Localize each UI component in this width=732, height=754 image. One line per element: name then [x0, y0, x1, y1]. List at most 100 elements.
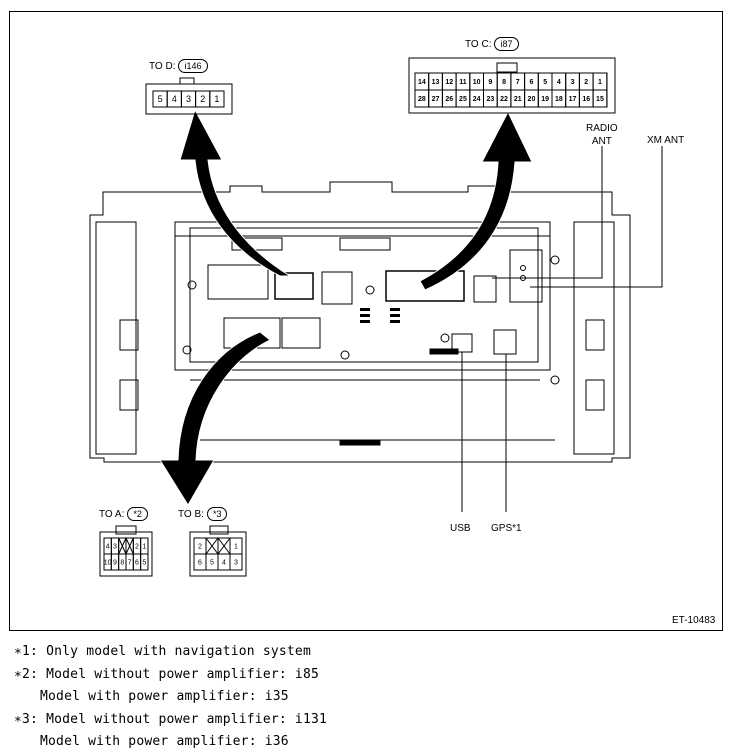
- connector-c-pin-label: 28: [418, 96, 426, 103]
- note-3: ∗3: Model without power amplifier: i131: [14, 711, 328, 727]
- connector-a-pin-blank-mark: [118, 537, 127, 555]
- connector-a-pin-label: 7: [128, 560, 132, 567]
- connector-a-pin-label: 5: [142, 560, 146, 567]
- unit-left-bracket: [95, 221, 137, 455]
- connector-slot-c: [385, 270, 465, 302]
- connector-b-pin-label: 5: [210, 560, 214, 567]
- label-to-d: TO D:i146: [149, 59, 208, 73]
- label-to-b: TO B:*3: [178, 507, 228, 521]
- connector-a-pin-label: 10: [104, 560, 112, 567]
- leader-lines: [461, 146, 663, 512]
- connector-a-pin-label: 6: [135, 560, 139, 567]
- connector-c-pin-label: 3: [571, 79, 575, 86]
- connector-b-pin-cell: [229, 553, 243, 571]
- connector-c-pin-label: 15: [596, 96, 604, 103]
- note-2-sub: Model with power amplifier: i35: [40, 689, 289, 704]
- connector-c-pin-label: 26: [445, 96, 453, 103]
- connector-c-pin-label: 6: [529, 79, 533, 86]
- radio-ant-port: [473, 275, 497, 303]
- connector-c-pin-label: 23: [486, 96, 494, 103]
- connector-c-pin-label: 21: [514, 96, 522, 103]
- figure-id: ET-10483: [672, 615, 716, 626]
- label-to-b-ref: *3: [206, 507, 228, 521]
- connector-c-pin-label: 19: [541, 96, 549, 103]
- connector-b-pin-label: 4: [222, 560, 226, 567]
- connector-b-pin-blank-mark: [217, 537, 231, 555]
- gps-port: [493, 329, 517, 355]
- connector-slot-a: [207, 264, 269, 300]
- connector-a-pin-label: 9: [113, 560, 117, 567]
- connector-c-pin-label: 24: [473, 96, 481, 103]
- arrows: [159, 108, 533, 506]
- connector-c-pin-label: 9: [488, 79, 492, 86]
- unit-front-panel: [189, 227, 539, 363]
- connector-a-pin-label: 3: [113, 544, 117, 551]
- connector-a-pin-label: 2: [135, 544, 139, 551]
- label-to-a-ref: *2: [127, 507, 148, 521]
- label-to-b-text: TO B:: [178, 509, 204, 520]
- connector-c-pin-label: 27: [432, 96, 440, 103]
- connector-c-pin-label: 10: [473, 79, 481, 86]
- label-xm-ant: XM ANT: [647, 135, 685, 146]
- label-to-c-ref: i87: [494, 37, 519, 51]
- connector-d-pin-label: 5: [158, 94, 163, 104]
- connector-c-pin-label: 14: [418, 79, 426, 86]
- connector-a-pin-label: 1: [142, 544, 146, 551]
- connector-c-pin-label: 17: [569, 96, 577, 103]
- label-to-d-ref: i146: [178, 59, 208, 73]
- connector-d-pin-cell: [209, 90, 225, 108]
- connector-b-pin-label: 2: [198, 544, 202, 551]
- connector-c-pin-label: 13: [432, 79, 440, 86]
- connector-c-pin-label: 22: [500, 96, 508, 103]
- connector-d-pin-label: 1: [214, 94, 219, 104]
- label-radio-ant: RADIO ANT: [586, 122, 618, 148]
- connector-c-pin-label: 12: [445, 79, 453, 86]
- connector-c-pin-label: 4: [557, 79, 561, 86]
- unit-inner-chassis: [174, 221, 551, 371]
- connector-c-pin-label: 20: [528, 96, 536, 103]
- connector-slot-b-lower: [281, 317, 321, 349]
- arrow-to-ab: [159, 331, 271, 506]
- footnotes: ∗1: Only model with navigation system ∗2…: [14, 641, 327, 754]
- connector-a-pin-cell: [140, 553, 149, 571]
- label-radio-ant-line2: ANT: [591, 136, 612, 147]
- note-1: ∗1: Only model with navigation system: [14, 644, 311, 659]
- xm-ant-port: [509, 249, 543, 303]
- xm-ant-leader: [530, 146, 663, 288]
- label-to-a-text: TO A:: [99, 509, 125, 520]
- connector-d-pin-label: 2: [200, 94, 205, 104]
- connector-c-pin-label: 5: [543, 79, 547, 86]
- label-to-c-text: TO C:: [465, 39, 492, 50]
- head-unit: [89, 181, 631, 463]
- connector-c-pin-label: 7: [516, 79, 520, 86]
- connector-c-pin-label: 16: [582, 96, 590, 103]
- connector-c-pin-label: 1: [598, 79, 602, 86]
- connector-c-pin-label: 18: [555, 96, 563, 103]
- connector-c-pin-cell: [592, 89, 608, 108]
- arrow-to-c: [419, 110, 533, 291]
- connector-b-pin-blank-mark: [205, 537, 219, 555]
- diagram-frame: [9, 11, 723, 631]
- connector-d-pin-label: 4: [172, 94, 177, 104]
- radio-ant-leader: [492, 146, 603, 279]
- connector-c-pin-label: 11: [459, 79, 467, 86]
- note-2: ∗2: Model without power amplifier: i85: [14, 666, 320, 682]
- label-radio-ant-line1: RADIO: [586, 123, 618, 134]
- label-gps: GPS*1: [491, 523, 522, 534]
- label-to-a: TO A:*2: [99, 507, 148, 521]
- connector-c-pin-label: 25: [459, 96, 467, 103]
- connector-c-pin-label: 2: [584, 79, 588, 86]
- connector-slot-d: [274, 272, 314, 300]
- note-3-sub: Model with power amplifier: i36: [40, 734, 289, 749]
- connector-b-pin-label: 1: [234, 544, 238, 551]
- label-usb: USB: [450, 523, 471, 534]
- connector-b-pin-label: 6: [198, 560, 202, 567]
- connector-a-pin-label: 4: [106, 544, 110, 551]
- vent-marks: [360, 308, 400, 323]
- connector-a-pin-label: 8: [120, 560, 124, 567]
